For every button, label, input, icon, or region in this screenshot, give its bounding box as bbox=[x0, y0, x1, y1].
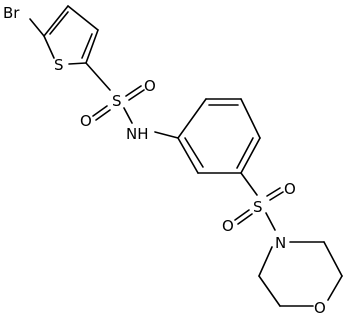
atom-s-sulfonyl: S bbox=[253, 198, 263, 216]
bond-c2-s1 bbox=[68, 62, 87, 65]
bond-nh-c1 bbox=[154, 131, 179, 139]
atom-s-thiophene: S bbox=[54, 56, 64, 74]
bond-c2-s bbox=[85, 62, 111, 91]
atom-labels: Br S S O O NH S O O N O bbox=[3, 4, 326, 317]
bond-s2-o3-b bbox=[269, 191, 284, 201]
bond-s-o2-b bbox=[95, 109, 111, 121]
atom-o3: O bbox=[284, 180, 296, 198]
bond-c5b-s bbox=[240, 172, 258, 196]
atom-n-morpholine: N bbox=[275, 234, 286, 252]
bond-s-nh bbox=[123, 107, 133, 124]
bond-s2-o4-a bbox=[234, 209, 250, 221]
bond-s1-c5 bbox=[43, 35, 55, 59]
atom-s-sulfonamide: S bbox=[112, 92, 122, 110]
bond-c4b-c5b bbox=[240, 137, 261, 174]
bond-c4-c3 bbox=[67, 5, 99, 31]
bond-c6b-c1 bbox=[177, 137, 199, 174]
atom-nh: NH bbox=[126, 125, 149, 143]
bond-c1-c2b bbox=[177, 98, 207, 139]
bond-s-o1-b bbox=[128, 89, 145, 101]
bond-c5-c4-inner bbox=[49, 11, 69, 35]
atom-o-morpholine: O bbox=[314, 299, 326, 317]
atom-o4: O bbox=[222, 217, 234, 235]
bond-s-o1-a bbox=[125, 85, 142, 97]
bond-s2-o3-a bbox=[266, 187, 281, 197]
bond-s-o2-a bbox=[92, 105, 108, 117]
bond-c3-c2-inner bbox=[81, 33, 93, 59]
bond-c4b-c5b-inner bbox=[236, 137, 254, 169]
bond-c3b-c4b bbox=[240, 98, 261, 139]
bond-s2-n bbox=[265, 212, 276, 231]
atom-br: Br bbox=[3, 4, 20, 22]
bond-c-c-right bbox=[323, 241, 343, 277]
bond-c6b-c1-inner bbox=[184, 137, 204, 168]
bond-c3-c2 bbox=[85, 29, 99, 64]
bond-br-c5 bbox=[29, 18, 45, 37]
atom-o1: O bbox=[144, 77, 156, 95]
bond-n-c-left bbox=[258, 246, 273, 277]
bond-c-c-bottom bbox=[258, 275, 281, 307]
bond-s2-o4-b bbox=[237, 213, 253, 225]
bonds bbox=[29, 5, 343, 307]
atom-o2: O bbox=[80, 112, 92, 130]
bond-c-o-right bbox=[327, 275, 343, 301]
bond-c5-c4 bbox=[43, 5, 69, 37]
